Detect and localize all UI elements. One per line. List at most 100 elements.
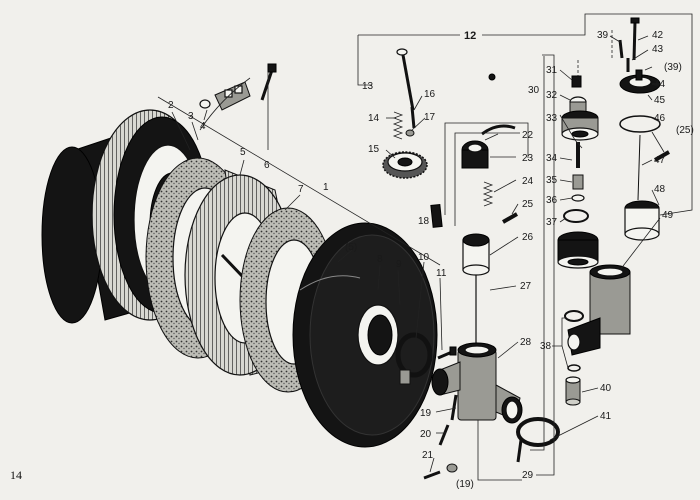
screw-39 <box>618 39 624 59</box>
label-38: 38 <box>540 341 552 352</box>
label-20: 20 <box>420 429 432 440</box>
label-2: 2 <box>168 100 174 111</box>
hose-clamp-lower <box>516 417 560 463</box>
label-11: 11 <box>436 268 447 279</box>
screw-16 <box>410 106 416 129</box>
jet-31 <box>571 75 582 88</box>
leader-lines <box>157 13 693 481</box>
nut-17 <box>405 129 415 137</box>
label-35: 35 <box>546 175 558 186</box>
label-6: 6 <box>264 160 270 171</box>
label-39: 39 <box>597 30 609 41</box>
spring-24 <box>482 181 494 207</box>
label-30: 30 <box>528 85 540 96</box>
label-12: 12 <box>464 30 476 42</box>
label-1: 1 <box>323 182 329 193</box>
label-10: 10 <box>418 252 430 263</box>
throttle-slide <box>462 233 490 276</box>
label-47: 47 <box>654 155 666 166</box>
label-41: 41 <box>600 411 612 422</box>
label-26: 26 <box>522 232 534 243</box>
float-cap <box>461 140 489 169</box>
banjo-bolt <box>565 376 581 406</box>
float-valve-body <box>569 96 587 113</box>
label-25b: (25) <box>676 125 694 136</box>
throttle-lever <box>481 124 516 136</box>
mounting-bracket <box>199 81 251 111</box>
label-16: 16 <box>424 89 436 100</box>
pin-25 <box>502 212 518 224</box>
guide-block <box>430 203 443 228</box>
label-40: 40 <box>600 383 612 394</box>
sealing-ring-37 <box>563 209 589 223</box>
label-7: 7 <box>298 184 304 195</box>
label-31: 31 <box>546 65 558 76</box>
label-39b: (39) <box>664 62 682 73</box>
label-44: 44 <box>654 79 666 90</box>
washer-38b <box>567 364 581 372</box>
label-21: 21 <box>422 450 434 461</box>
washer-36 <box>571 194 585 202</box>
label-13: 13 <box>362 81 374 92</box>
screw-42-head <box>630 17 640 24</box>
label-42: 42 <box>652 30 664 41</box>
label-9: 9 <box>396 259 402 270</box>
carburettor-body-group <box>382 48 560 480</box>
gasket-38 <box>564 310 584 322</box>
label-37: 37 <box>546 217 558 228</box>
screw-19 <box>450 394 458 421</box>
float-chamber-group <box>557 17 670 406</box>
page-number: 14 <box>10 468 22 482</box>
clip-25b <box>654 150 670 162</box>
label-33: 33 <box>546 113 558 124</box>
label-49: 49 <box>662 210 674 221</box>
label-36: 36 <box>546 195 558 206</box>
lid-gasket <box>619 115 661 133</box>
label-5b: (5) <box>345 242 357 253</box>
mixing-chamber-cap <box>561 110 599 141</box>
spring-14 <box>392 111 404 140</box>
label-32: 32 <box>546 90 558 101</box>
label-8: 8 <box>377 254 383 265</box>
carburettor-body <box>431 342 523 424</box>
throttle-stop-screw <box>396 48 415 111</box>
filter-bottom-cover <box>292 222 438 448</box>
nut-19b <box>446 463 458 473</box>
label-45: 45 <box>654 95 666 106</box>
hose-clamp-upper <box>395 332 433 385</box>
label-27: 27 <box>520 281 532 292</box>
main-jet <box>572 174 584 190</box>
label-34: 34 <box>546 153 558 164</box>
float-chamber <box>567 264 631 356</box>
screw-20 <box>438 424 450 446</box>
label-48: 48 <box>654 184 666 195</box>
label-22: 22 <box>522 130 534 141</box>
label-14: 14 <box>368 113 380 124</box>
screw-42 <box>632 21 637 61</box>
label-28: 28 <box>520 337 532 348</box>
label-3: 3 <box>188 111 194 122</box>
label-5: 5 <box>240 147 246 158</box>
float-needle <box>637 134 641 201</box>
label-29: 29 <box>522 470 534 481</box>
o-ring-small <box>488 73 496 81</box>
toothed-wheel <box>382 151 428 179</box>
float <box>624 200 660 241</box>
label-15: 15 <box>368 144 380 155</box>
float-bowl-upper <box>557 231 599 269</box>
screw-21 <box>423 470 441 480</box>
label-24: 24 <box>522 176 534 187</box>
air-filter-housing-group <box>41 63 457 448</box>
label-4: 4 <box>200 121 206 132</box>
float-chamber-lid <box>619 69 661 94</box>
label-25: 25 <box>522 199 534 210</box>
bolt-11 <box>437 346 457 360</box>
label-23: 23 <box>522 153 534 164</box>
label-46: 46 <box>654 113 666 124</box>
label-19: 19 <box>420 408 432 419</box>
label-18: 18 <box>418 216 430 227</box>
label-43: 43 <box>652 44 664 55</box>
mounting-screw <box>260 63 277 101</box>
label-17: 17 <box>424 112 436 123</box>
